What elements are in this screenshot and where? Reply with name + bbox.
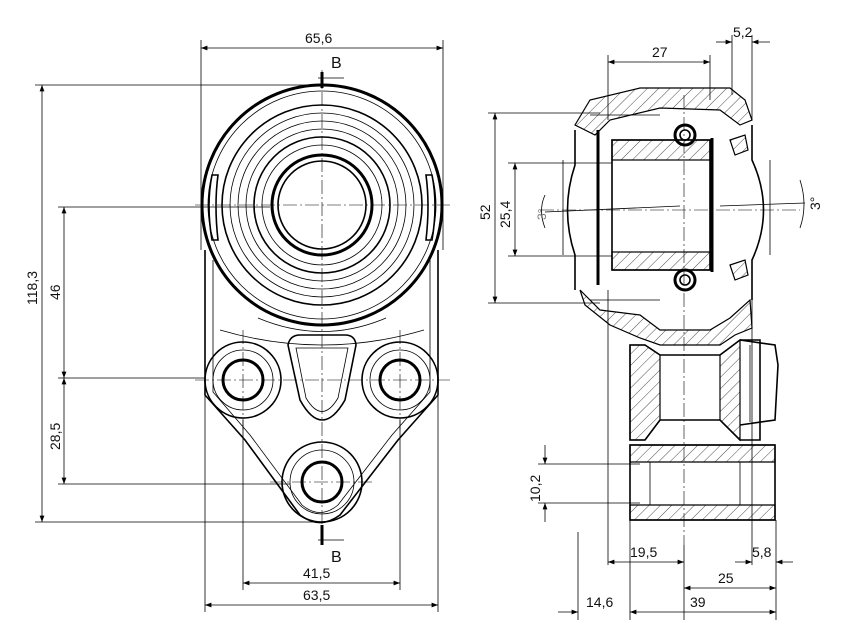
ball-top (673, 123, 697, 147)
dim-bottom-14-6: 14,6 (586, 594, 613, 610)
triangular-pocket (287, 334, 357, 421)
angle-left: 3° (535, 208, 549, 220)
housing-section-neck (579, 289, 753, 346)
section-label-top: B (331, 55, 342, 72)
dim-port-10-2: 10,2 (527, 475, 543, 502)
dim-top-width: 65,6 (305, 30, 332, 46)
dim-bottom-19-5: 19,5 (630, 544, 657, 560)
section-label-bottom: B (331, 549, 342, 566)
housing-section-top (574, 87, 753, 136)
dim-top-5-2: 5,2 (733, 24, 753, 40)
dim-outer-diameter: 52 (477, 204, 493, 220)
dim-bottom-39: 39 (690, 594, 706, 610)
dim-bottom-5-8: 5,8 (752, 544, 772, 560)
ball-bottom (673, 268, 697, 292)
dim-total-height: 118,3 (24, 271, 40, 305)
dim-lower-height: 28,5 (47, 423, 63, 450)
dim-bottom-25: 25 (718, 570, 734, 586)
angle-right: 3° (807, 197, 823, 210)
dim-bore-diameter: 25,4 (497, 201, 513, 228)
dim-bolt-spacing: 41,5 (303, 565, 330, 581)
dim-upper-height: 46 (47, 284, 63, 300)
dim-top-27: 27 (652, 44, 668, 60)
front-view: B B 65,6 118,3 46 28,5 41,5 63,5 (24, 30, 450, 612)
side-section-view: 27 5,2 52 25,4 3° 3° 10,2 (477, 24, 823, 620)
dim-base-width: 63,5 (303, 587, 330, 603)
